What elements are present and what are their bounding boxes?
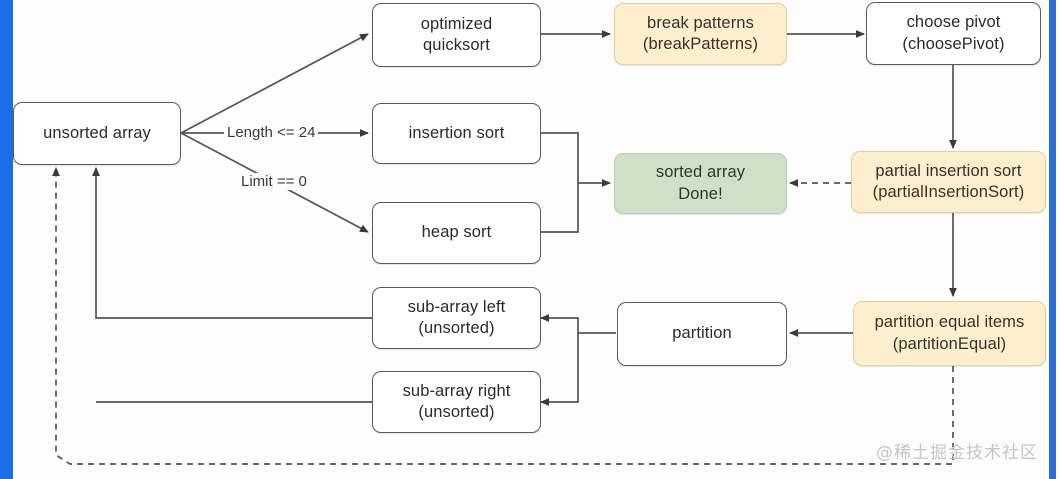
- node-sub-array-left[interactable]: sub-array left (unsorted): [372, 287, 541, 349]
- node-partition-equal-items[interactable]: partition equal items (partitionEqual): [853, 301, 1046, 366]
- node-label: optimized quicksort: [420, 14, 493, 54]
- wire-partition-to-subright: [540, 333, 579, 406]
- node-partial-insertion-sort[interactable]: partial insertion sort (partialInsertion…: [851, 151, 1046, 213]
- node-choose-pivot[interactable]: choose pivot (choosePivot): [866, 2, 1041, 65]
- node-label: sub-array right (unsorted): [402, 381, 511, 421]
- wire-heap-to-merge: [541, 183, 579, 233]
- wire-subleft-to-unsorted: [92, 167, 372, 319]
- node-sub-array-right[interactable]: sub-array right (unsorted): [372, 371, 541, 433]
- edge-label-length-le-24: Length <= 24: [224, 124, 319, 141]
- node-sorted-array[interactable]: sorted array Done!: [614, 153, 787, 214]
- node-label: sorted array Done!: [655, 163, 746, 203]
- node-label: insertion sort: [408, 123, 505, 142]
- wire-insertion-to-sorted: [541, 132, 611, 187]
- node-unsorted-array[interactable]: unsorted array: [13, 102, 181, 165]
- left-accent-bar: [0, 0, 13, 479]
- node-break-patterns[interactable]: break patterns (breakPatterns): [614, 3, 787, 65]
- node-label: break patterns (breakPatterns): [642, 13, 759, 53]
- node-label: partition: [672, 324, 732, 343]
- node-label: partial insertion sort (partialInsertion…: [872, 161, 1025, 201]
- node-optimized-quicksort[interactable]: optimized quicksort: [372, 3, 541, 67]
- edge-label-limit-eq-0: Limit == 0: [238, 173, 310, 190]
- node-heap-sort[interactable]: heap sort: [372, 202, 541, 264]
- node-label: heap sort: [421, 223, 492, 242]
- node-label: sub-array left (unsorted): [407, 297, 506, 337]
- node-insertion-sort[interactable]: insertion sort: [372, 103, 541, 164]
- node-label: partition equal items (partitionEqual): [874, 313, 1025, 353]
- node-label: choose pivot (choosePivot): [902, 13, 1005, 53]
- node-label: unsorted array: [43, 123, 151, 142]
- wire-unsorted-to-quicksort: [180, 33, 369, 134]
- node-partition[interactable]: partition: [617, 302, 787, 366]
- watermark-text: @稀土掘金技术社区: [876, 443, 1038, 463]
- wire-partition-to-subleft: [540, 314, 616, 334]
- right-accent-bar: [1049, 0, 1056, 479]
